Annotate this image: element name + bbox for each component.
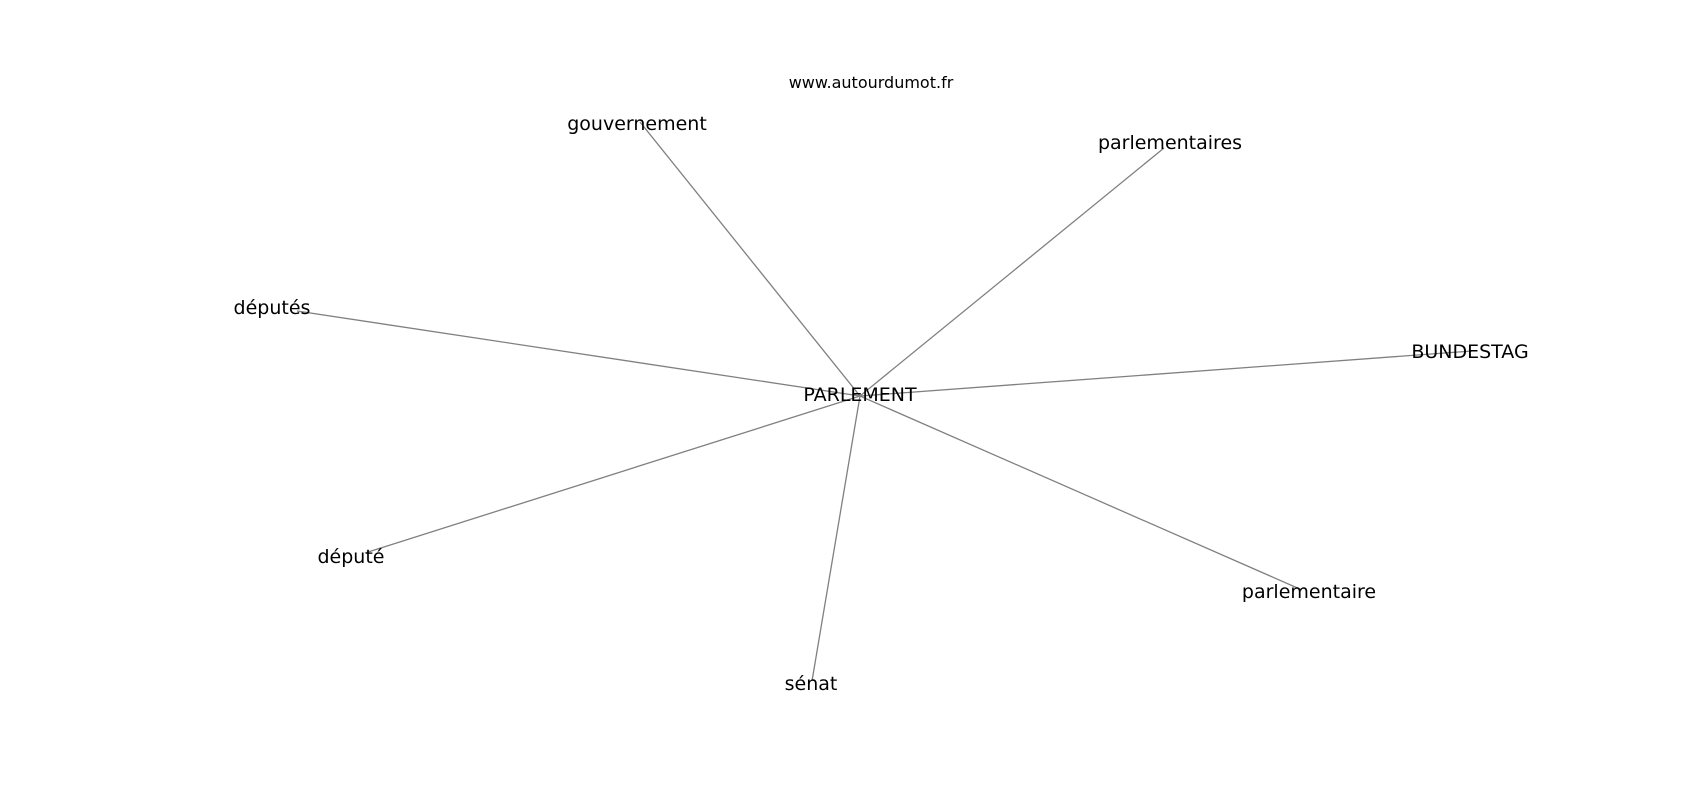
edge-parlement-bundestag <box>859 350 1473 397</box>
node-depute: député <box>318 546 385 568</box>
nodes: PARLEMENT gouvernement parlementaires dé… <box>234 113 1529 695</box>
node-gouvernement: gouvernement <box>567 113 707 135</box>
edge-parlement-senat <box>811 395 861 682</box>
watermark-text: www.autourdumot.fr <box>789 73 954 92</box>
node-parlementaires: parlementaires <box>1098 132 1242 154</box>
node-center-parlement: PARLEMENT <box>803 384 917 406</box>
node-deputes: députés <box>234 297 311 319</box>
node-senat: sénat <box>785 673 838 695</box>
edge-parlement-gouvernement <box>639 121 861 397</box>
edge-parlement-parlementaire <box>859 395 1303 591</box>
edges <box>296 121 1473 682</box>
node-bundestag: BUNDESTAG <box>1411 341 1528 363</box>
edge-parlement-parlementaires <box>859 147 1165 397</box>
node-parlementaire: parlementaire <box>1242 581 1376 603</box>
edge-parlement-depute <box>364 395 861 554</box>
edge-parlement-deputes <box>296 310 861 397</box>
